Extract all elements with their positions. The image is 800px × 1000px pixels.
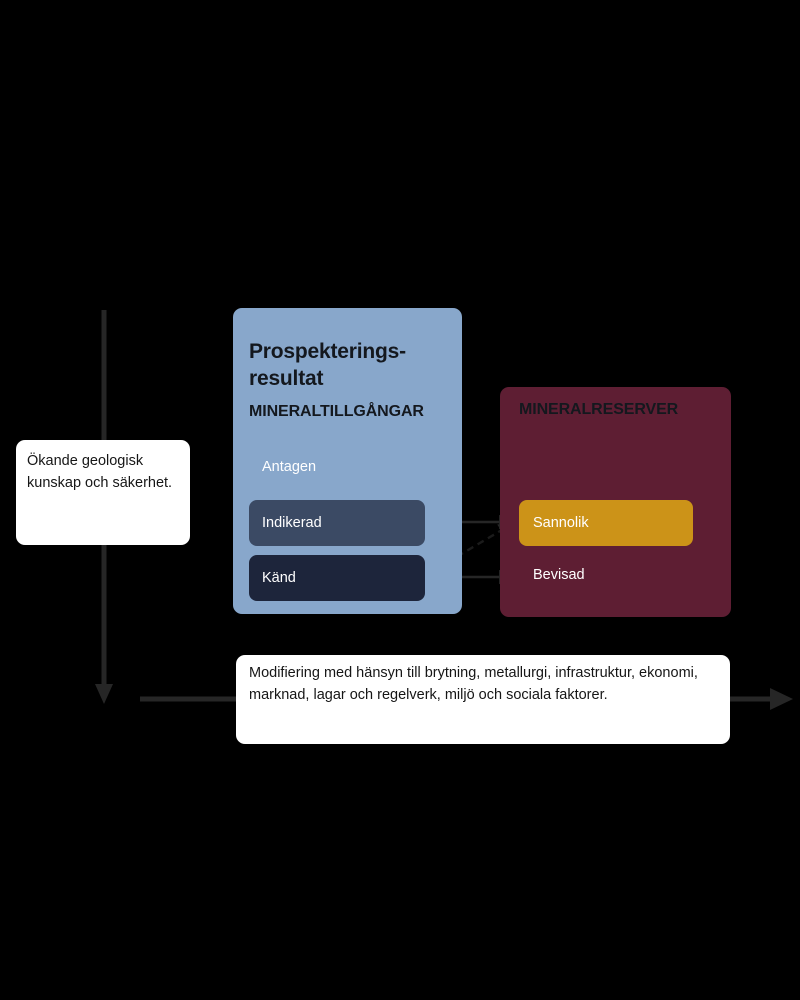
modifying-factors-callout: Modifiering med hänsyn till brytning, me… bbox=[236, 655, 730, 744]
mineral-resources-panel: Prospekterings- resultat MINERALTILLGÅNG… bbox=[233, 308, 462, 614]
reserve-panel-title: MINERALRESERVER bbox=[519, 401, 679, 418]
resource-panel-subtitle: MINERALTILLGÅNGAR bbox=[249, 403, 424, 420]
resource-panel-title-line2: resultat bbox=[249, 367, 324, 391]
modifying-factors-axis-right bbox=[726, 688, 793, 710]
tier-chip-indikerad[interactable]: Indikerad bbox=[249, 500, 425, 546]
tier-chip-sannolik-label: Sannolik bbox=[533, 515, 589, 531]
tier-bevisad: Bevisad bbox=[533, 567, 585, 583]
knowledge-callout-text: Ökande geologisk kunskap och säkerhet. bbox=[27, 453, 173, 491]
tier-chip-kand-label: Känd bbox=[262, 570, 296, 586]
tier-chip-sannolik[interactable]: Sannolik bbox=[519, 500, 693, 546]
tier-chip-kand[interactable]: Känd bbox=[249, 555, 425, 601]
modifying-factors-callout-text: Modifiering med hänsyn till brytning, me… bbox=[249, 665, 698, 703]
tier-chip-indikerad-label: Indikerad bbox=[262, 515, 322, 531]
mineral-reserves-panel: MINERALRESERVER Sannolik Bevisad bbox=[500, 387, 731, 617]
resource-panel-title-line1: Prospekterings- bbox=[249, 340, 406, 363]
knowledge-callout: Ökande geologisk kunskap och säkerhet. bbox=[16, 440, 190, 545]
tier-antagen: Antagen bbox=[262, 459, 317, 475]
resource-panel-title: Prospekterings- resultat bbox=[249, 338, 449, 393]
